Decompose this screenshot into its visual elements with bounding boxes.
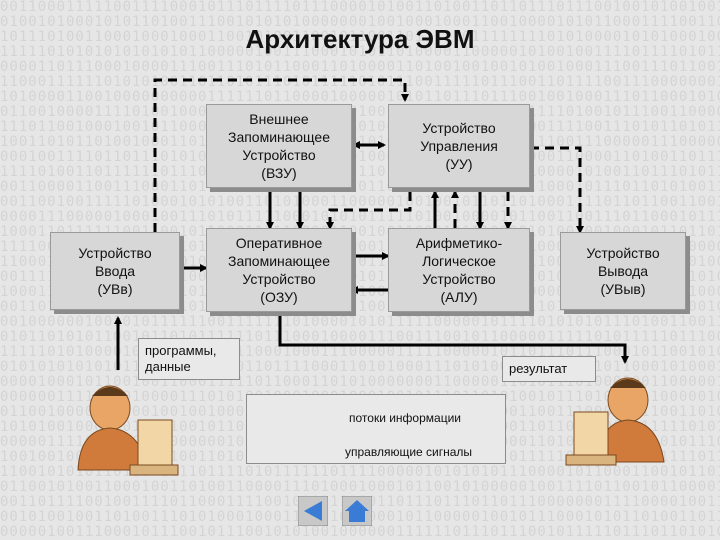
- house-icon: [345, 500, 369, 522]
- legend-control: управляющие сигналы: [345, 445, 473, 459]
- input-callout: программы, данные: [138, 338, 240, 380]
- page-title: Архитектура ЭВМ: [245, 24, 475, 54]
- home-button[interactable]: [342, 496, 372, 526]
- back-button[interactable]: [298, 496, 328, 526]
- legend-data-flow: потоки информации: [349, 411, 461, 425]
- user-output-figure: [565, 377, 665, 466]
- output-callout: результат: [502, 356, 596, 382]
- triangle-left-icon: [304, 501, 322, 521]
- control-signals: [153, 78, 584, 234]
- block-uvyv: Устройство Вывода (УВыв): [560, 232, 686, 310]
- block-uvv: Устройство Ввода (УВв): [50, 232, 180, 310]
- block-vzu: Внешнее Запоминающее Устройство (ВЗУ): [206, 104, 352, 188]
- block-uu: Устройство Управления (УУ): [388, 104, 530, 188]
- user-input-figure: [77, 385, 179, 476]
- block-ozu: Оперативное Запоминающее Устройство (ОЗУ…: [206, 228, 352, 312]
- legend: потоки информации управляющие сигналы: [246, 394, 506, 464]
- block-alu: Арифметико- Логическое Устройство (АЛУ): [388, 228, 530, 312]
